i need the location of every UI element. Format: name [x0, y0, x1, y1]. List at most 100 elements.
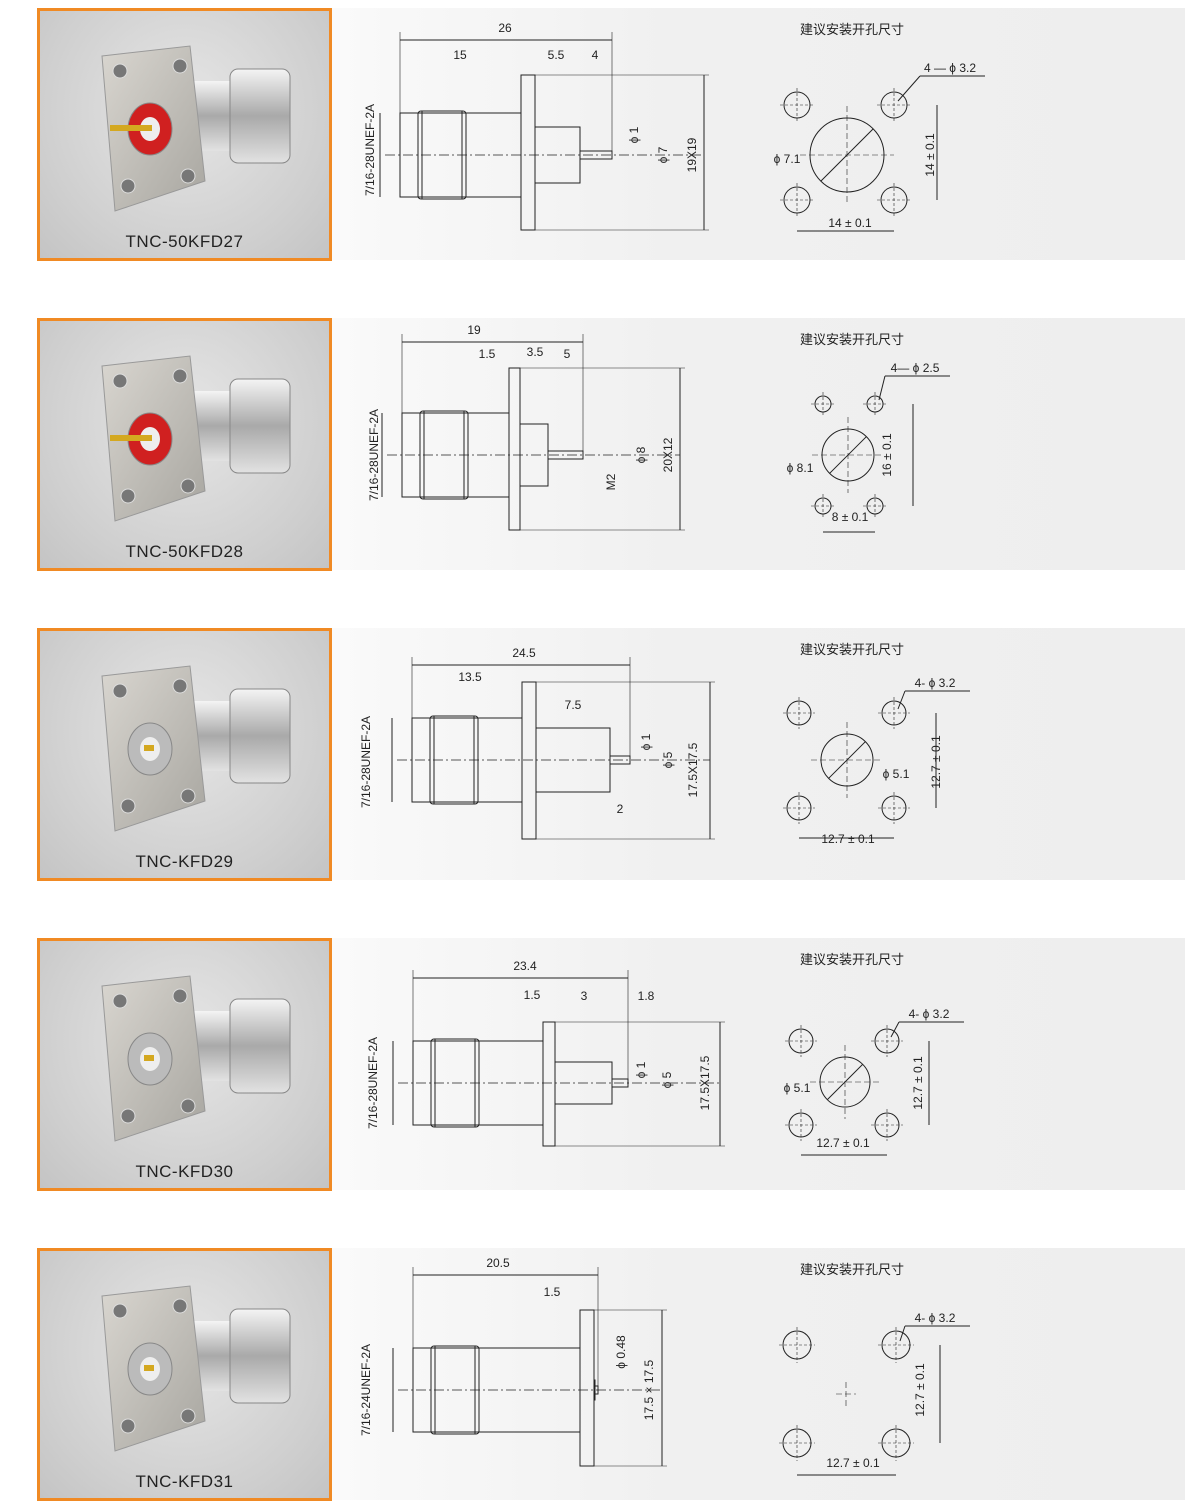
dimension-label: 5	[564, 347, 571, 361]
dimension-label: 17.5X17.5	[686, 742, 700, 797]
contact-pin	[144, 1055, 154, 1061]
dimension-label: ϕ 5	[661, 751, 675, 768]
dimension-label: 2	[617, 802, 624, 816]
leader-line	[897, 75, 921, 102]
flange-outline	[579, 1309, 595, 1467]
dimension-label: 17.5 × 17.5	[642, 1359, 656, 1420]
dimension-label: 24.5	[512, 646, 536, 660]
dimension-label: 15	[453, 48, 467, 62]
connector-photo	[101, 355, 291, 522]
product-name: TNC-50KFD28	[125, 542, 244, 561]
dimension-label: 7.5	[565, 698, 582, 712]
connector-photo	[101, 1285, 291, 1452]
dimension-label: M2	[604, 473, 618, 490]
contact-pin	[110, 435, 152, 441]
dimension-label: 1.5	[544, 1285, 561, 1299]
hole-dimension-label: 14 ± 0.1	[923, 133, 937, 177]
dimension-label: ϕ 8	[634, 446, 648, 463]
hole-dimension-label: 4- ϕ 3.2	[915, 1311, 956, 1325]
hole-dimension-label: 4 — ϕ 3.2	[924, 61, 976, 75]
drawing-panel	[331, 318, 1185, 570]
leader-line	[890, 1021, 900, 1038]
hole-dimension-label: 12.7 ± 0.1	[821, 832, 875, 846]
product-photo-card[interactable]: TNC-50KFD28	[37, 318, 332, 571]
drawing-panel	[331, 8, 1185, 260]
hole-dimension-label: 4- ϕ 3.2	[915, 676, 956, 690]
dimension-label: ϕ 0.48	[614, 1335, 628, 1369]
dimension-label: 3	[581, 989, 588, 1003]
dimension-label: 1.8	[638, 989, 655, 1003]
hole-dimension-label: 12.7 ± 0.1	[816, 1136, 870, 1150]
hole-dimension-label: 4— ϕ 2.5	[891, 361, 940, 375]
hole-pattern-title: 建议安装开孔尺寸	[800, 22, 904, 37]
hole-pattern-title: 建议安装开孔尺寸	[800, 332, 904, 347]
hole-pattern-title: 建议安装开孔尺寸	[800, 642, 904, 657]
technical-drawing: 19 1.5 3.5 5 ϕ 8 M2 20X12 7/16-28UNEF-2A 建议安装开孔尺…	[367, 323, 950, 533]
connector-photo	[101, 45, 291, 212]
hole-dimension-label: 12.7 ± 0.1	[929, 735, 943, 789]
product-name: TNC-KFD29	[135, 852, 234, 871]
product-name: TNC-KFD30	[135, 1162, 234, 1181]
product-photo-card[interactable]: TNC-50KFD27	[37, 8, 332, 261]
dimension-label: 19	[467, 323, 481, 337]
thread-spec-label: 7/16-28UNEF-2A	[366, 1037, 380, 1129]
dimension-label: 17.5X17.5	[698, 1055, 712, 1110]
connector-nut	[229, 68, 291, 164]
connector-nut	[229, 688, 291, 784]
product-photo-card[interactable]: TNC-KFD30	[37, 938, 332, 1191]
flange-outline	[542, 1021, 556, 1147]
thread-spec-label: 7/16-28UNEF-2A	[359, 716, 373, 808]
leader-line	[899, 1325, 906, 1342]
hole-dimension-label: 8 ± 0.1	[832, 510, 869, 524]
hole-dimension-label: 16 ± 0.1	[880, 433, 894, 477]
flange-outline	[508, 367, 521, 531]
mounting-hole-pattern: 建议安装开孔尺寸 4 — ϕ 3.2 ϕ 7.1 14 ± 0.1 14 ± 0.1	[774, 22, 985, 232]
dimension-label: 20.5	[486, 1256, 510, 1270]
thread-spec-label: 7/16-28UNEF-2A	[367, 409, 381, 501]
dimension-label: 1.5	[524, 988, 541, 1002]
dimension-label: 23.4	[513, 959, 537, 973]
thread-spec-label: 7/16-28UNEF-2A	[363, 104, 377, 196]
dimension-label: ϕ 1	[634, 1061, 648, 1078]
dimension-label: 3.5	[527, 345, 544, 359]
product-row: TNC-50KFD28 19 1.5 3.5 5 ϕ 8 M2 20X12 7/16-28UN…	[0, 318, 1200, 572]
contact-pin	[144, 1365, 154, 1371]
product-photo-card[interactable]: TNC-KFD29	[37, 628, 332, 881]
hole-dimension-label: 12.7 ± 0.1	[913, 1363, 927, 1417]
drawing-panel	[331, 938, 1185, 1190]
dimension-label: 13.5	[458, 670, 482, 684]
dimension-label: ϕ 1	[639, 733, 653, 750]
product-row: TNC-KFD29 24.5 13.5 7.5 ϕ 1 ϕ 5 2 17.5X17.5 7/1…	[0, 628, 1200, 882]
dimension-label: 1.5	[479, 347, 496, 361]
connector-nut	[229, 998, 291, 1094]
flange-outline	[520, 74, 536, 231]
side-view: 19 1.5 3.5 5 ϕ 8 M2 20X12 7/16-28UNEF-2A	[367, 323, 685, 531]
hole-dimension-label: 14 ± 0.1	[828, 216, 872, 230]
product-photo-card[interactable]: TNC-KFD31	[37, 1248, 332, 1501]
connector-nut	[229, 1308, 291, 1404]
hole-pattern-title: 建议安装开孔尺寸	[800, 1262, 904, 1277]
drawing-panel	[331, 628, 1185, 880]
dimension-label: 5.5	[548, 48, 565, 62]
dimension-label: 19X19	[685, 137, 699, 172]
leader-line	[897, 690, 906, 710]
contact-pin	[110, 125, 152, 131]
technical-drawing: 24.5 13.5 7.5 ϕ 1 ϕ 5 2 17.5X17.5 7/16-28UNEF-2…	[359, 642, 970, 846]
hole-dimension-label: ϕ 7.1	[774, 152, 801, 166]
connector-photo	[101, 975, 291, 1142]
dimension-label: 20X12	[661, 437, 675, 472]
dimension-label: 4	[592, 48, 599, 62]
leader-line	[878, 375, 886, 401]
hole-dimension-label: 4- ϕ 3.2	[909, 1007, 950, 1021]
contact-pin	[144, 745, 154, 751]
hole-dimension-label: 12.7 ± 0.1	[911, 1056, 925, 1110]
